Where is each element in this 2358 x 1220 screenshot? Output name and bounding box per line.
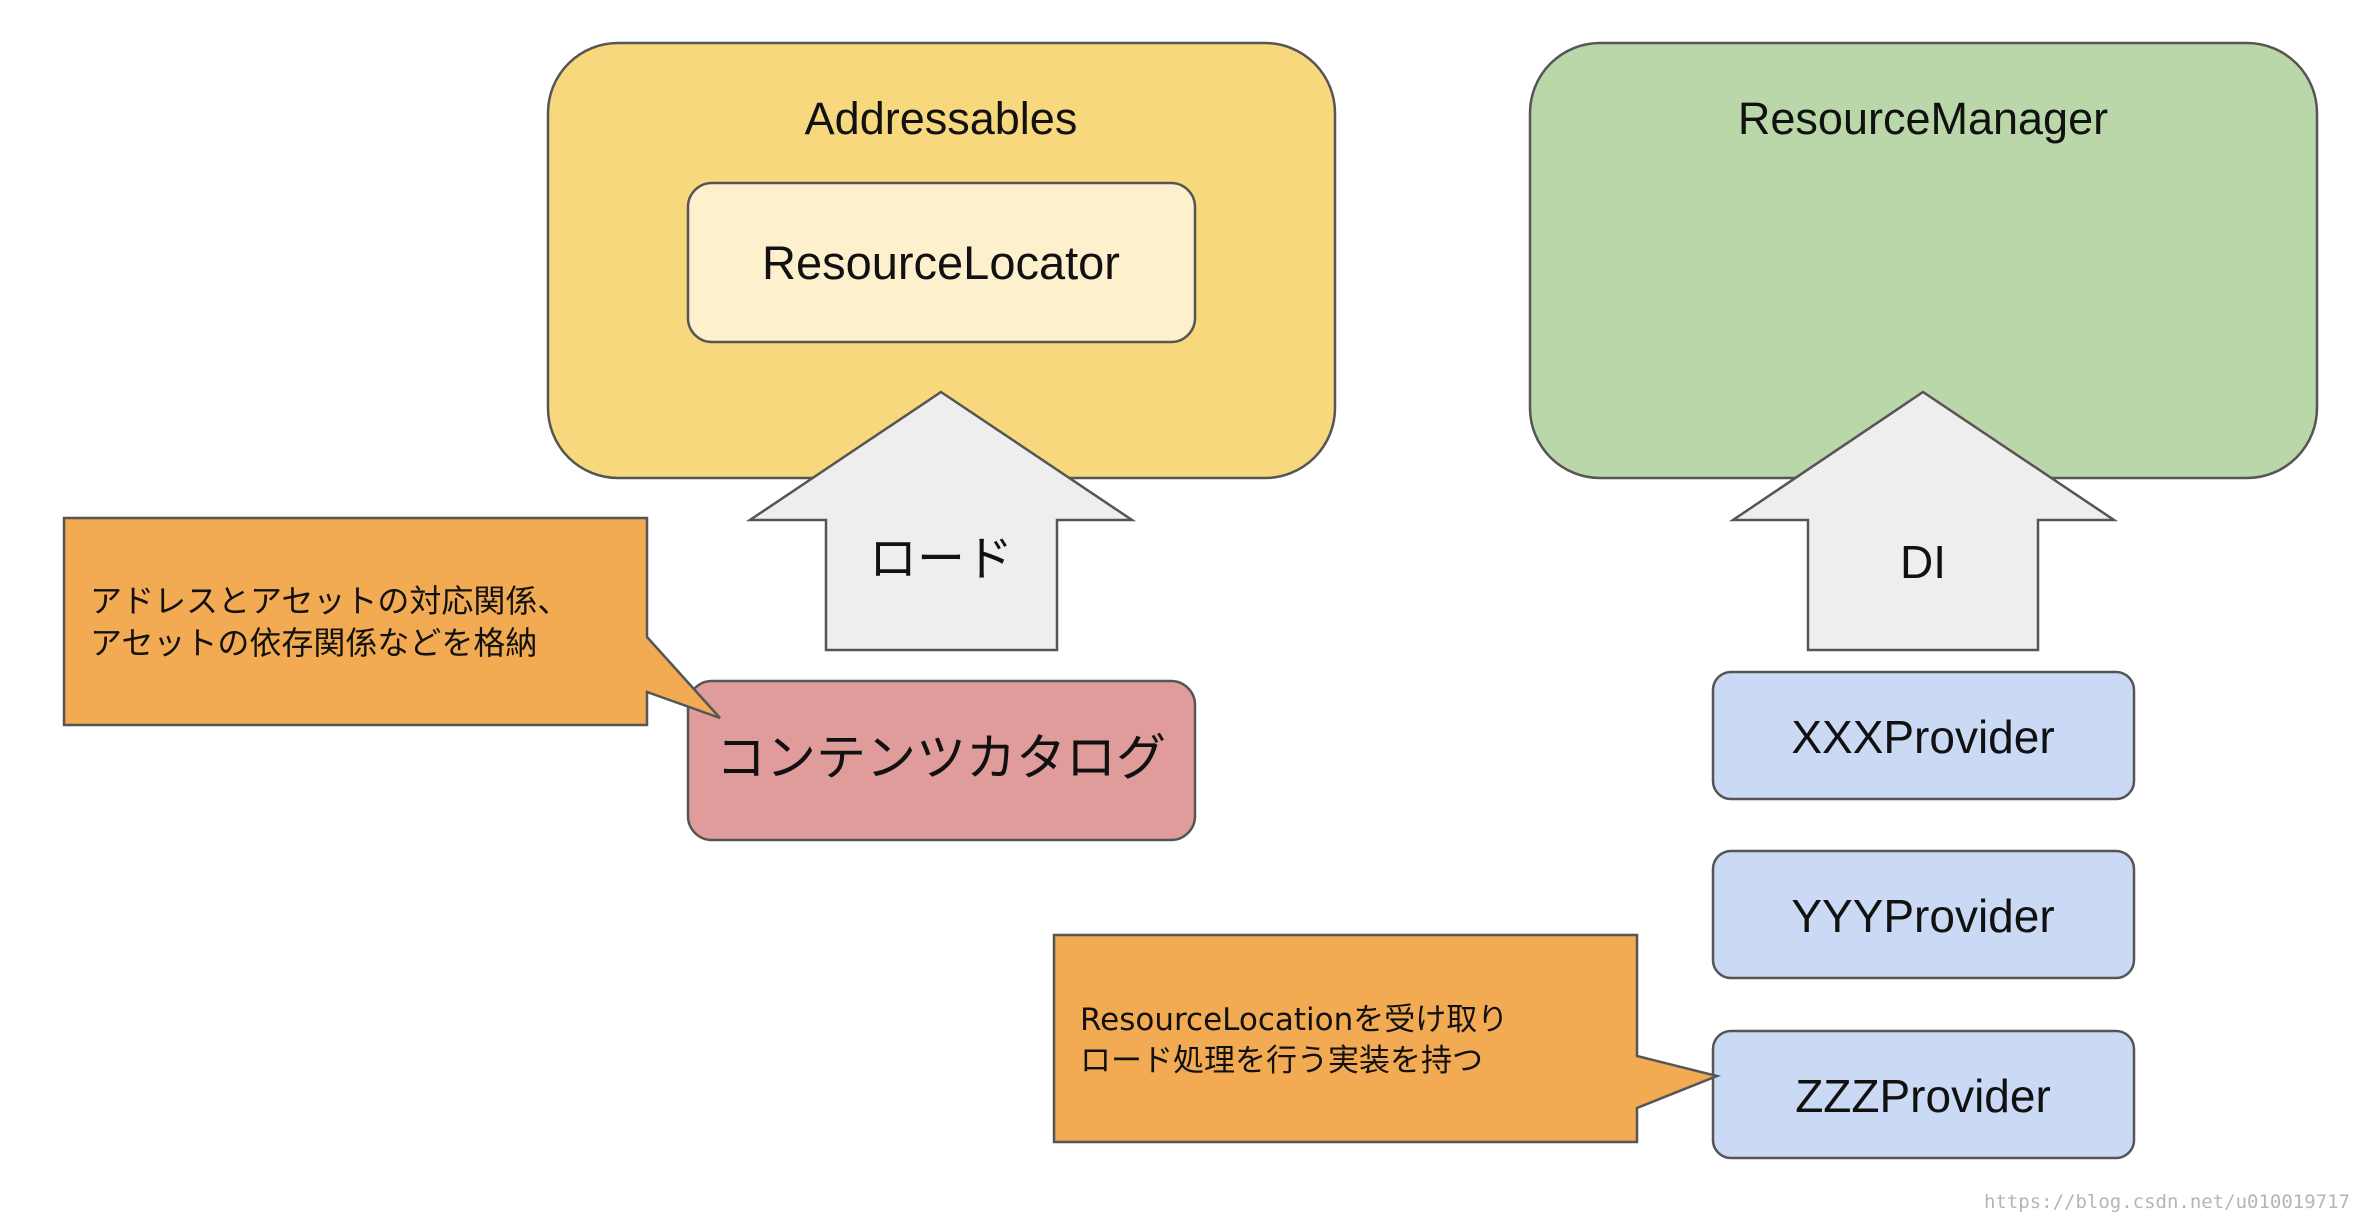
- provider-callout-line-1: ResourceLocationを受け取り: [1080, 1002, 1508, 1038]
- addressables-title: Addressables: [805, 93, 1078, 144]
- catalog-callout-line-1: アドレスとアセットの対応関係、: [90, 582, 569, 620]
- zzz-provider-box: ZZZProvider: [1711, 1029, 2136, 1160]
- resource-locator-label: ResourceLocator: [762, 236, 1120, 289]
- watermark-text: https://blog.csdn.net/u010019717: [1984, 1191, 2350, 1213]
- content-catalog-box: コンテンツカタログ: [686, 679, 1197, 842]
- provider-callout-line-2: ロード処理を行う実装を持つ: [1080, 1043, 1483, 1079]
- di-arrow-label: DI: [1900, 536, 1946, 588]
- load-arrow-label: ロード: [869, 531, 1013, 587]
- zzz-provider-label: ZZZProvider: [1795, 1070, 2051, 1122]
- catalog-callout: アドレスとアセットの対応関係、 アセットの依存関係などを格納: [62, 516, 721, 727]
- di-arrow: DI: [1728, 390, 2119, 652]
- provider-callout: ResourceLocationを受け取り ロード処理を行う実装を持つ: [1052, 933, 1722, 1144]
- load-arrow: ロード: [745, 390, 1137, 652]
- addressables-box: Addressables ResourceLocator: [546, 41, 1337, 480]
- content-catalog-label: コンテンツカタログ: [716, 729, 1166, 787]
- xxx-provider-label: XXXProvider: [1791, 711, 2054, 763]
- resource-manager-box: ResourceManager: [1528, 41, 2319, 480]
- resource-manager-title: ResourceManager: [1738, 93, 2108, 144]
- yyy-provider-box: YYYProvider: [1711, 849, 2136, 980]
- xxx-provider-box: XXXProvider: [1711, 670, 2136, 801]
- resource-locator-box: ResourceLocator: [686, 181, 1197, 344]
- catalog-callout-line-2: アセットの依存関係などを格納: [90, 624, 537, 662]
- yyy-provider-label: YYYProvider: [1791, 890, 2054, 942]
